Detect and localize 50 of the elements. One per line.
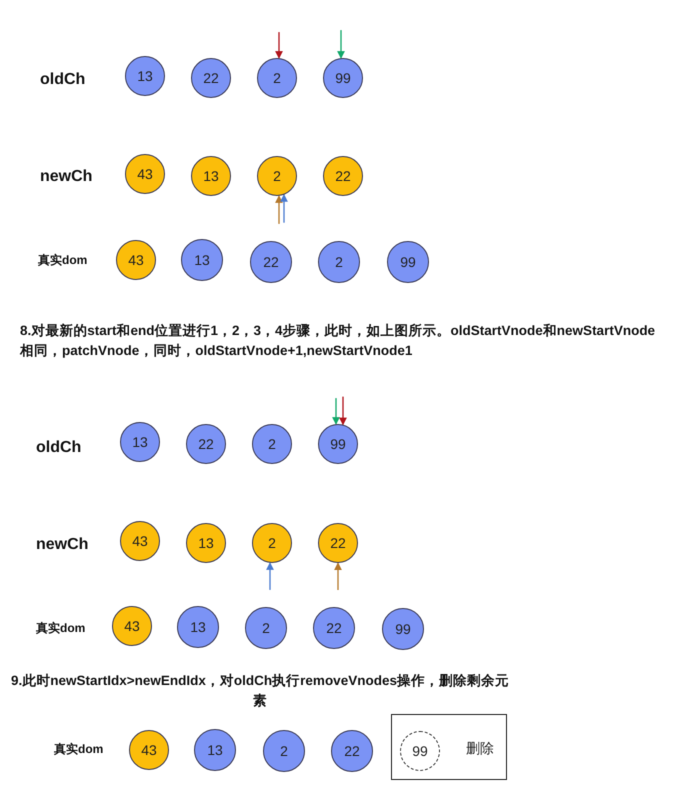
circle-node: 99 [382,608,424,650]
circle-node: 22 [191,58,231,98]
row-label: 真实dom [54,741,104,758]
pointer-arrow [332,398,340,425]
row-label: oldCh [40,70,86,90]
circle-node: 13 [186,523,226,563]
delete-text: 删除 [466,740,494,758]
circle-node: 2 [257,58,297,98]
pointer-arrow [339,396,347,426]
row-label: oldCh [36,438,82,458]
circle-node: 22 [250,241,292,283]
step-description: 9.此时newStartIdx>newEndIdx，对oldCh执行removeVnodes操作，删除剩余元素 [10,672,510,710]
circle-node: 22 [318,523,358,563]
circle-node: 13 [120,422,160,462]
row-label: 真实dom [38,252,88,269]
circle-node: 2 [245,607,287,649]
row-label: 真实dom [36,620,86,637]
circle-node: 99 [387,241,429,283]
circle-node: 43 [129,730,169,770]
pointer-arrow [337,30,345,59]
circle-node: 2 [252,523,292,563]
circle-node: 99 [323,58,363,98]
circle-node: 22 [331,730,373,772]
circle-node: 22 [313,607,355,649]
pointer-arrow [266,562,274,590]
circle-node: 13 [177,606,219,648]
circle-node: 13 [191,156,231,196]
row-label: newCh [40,167,94,187]
circle-node: 99 [318,424,358,464]
removed-node-box [391,714,507,780]
circle-node: 22 [323,156,363,196]
circle-node: 13 [125,56,165,96]
pointer-arrow [334,562,342,590]
pointer-arrow [275,32,283,59]
dashed-circle-node: 99 [400,731,440,771]
step-description: 8.对最新的start和end位置进行1，2，3，4步骤，此时，如上图所示。oldStartVnode和newStartVnode相同，patchVnode，同时，oldStartVnode+1,newStartVnode1 [20,322,656,360]
circle-node: 43 [116,240,156,280]
pointer-arrow [280,194,288,223]
circle-node: 13 [194,729,236,771]
circle-node: 22 [186,424,226,464]
circle-node: 2 [263,730,305,772]
row-label: newCh [36,535,90,555]
circle-node: 2 [257,156,297,196]
circle-node: 2 [318,241,360,283]
circle-node: 43 [112,606,152,646]
pointer-arrow [275,195,283,224]
circle-node: 13 [181,239,223,281]
circle-node: 2 [252,424,292,464]
circle-node: 43 [125,154,165,194]
circle-node: 43 [120,521,160,561]
